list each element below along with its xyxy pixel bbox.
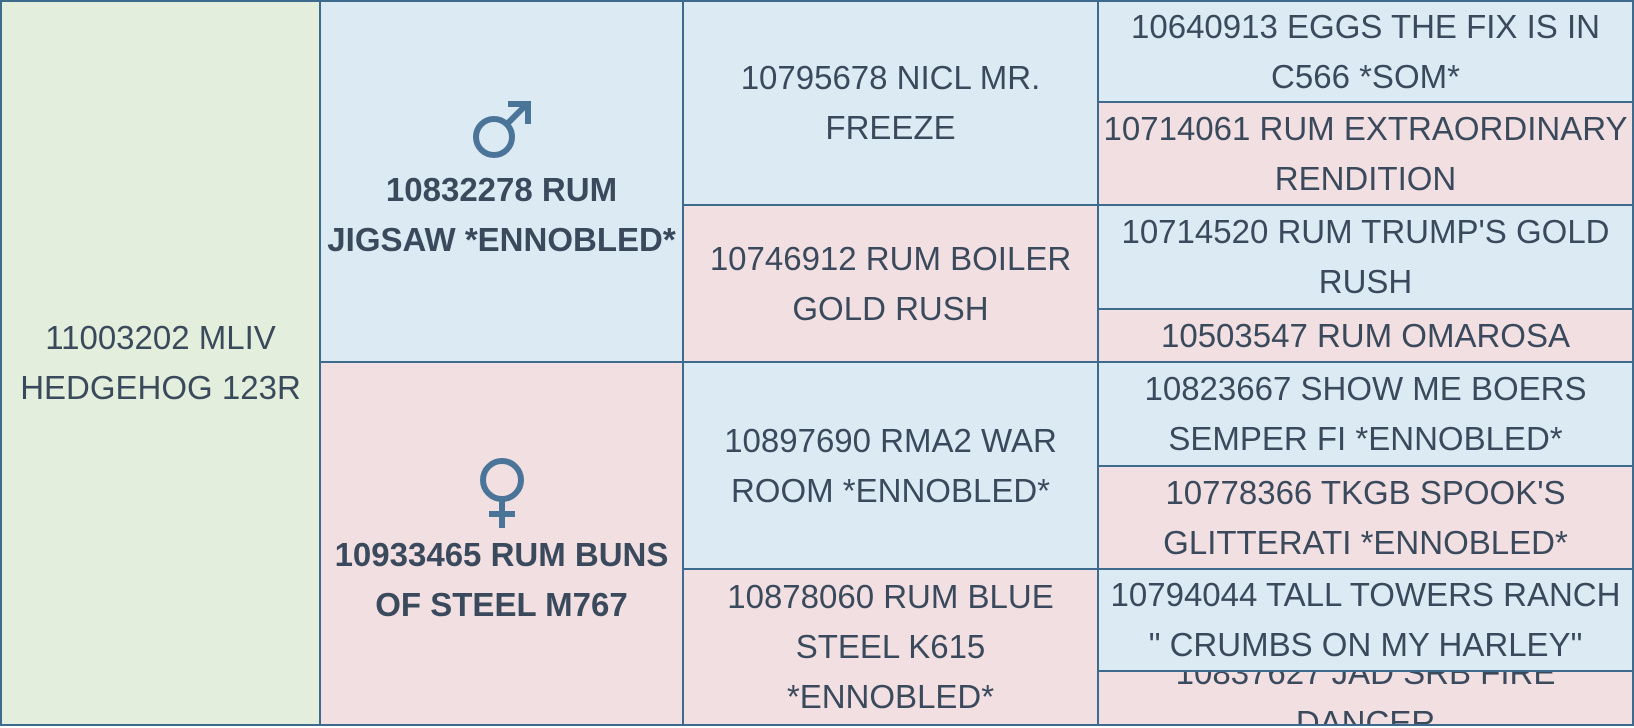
female-symbol-icon <box>477 457 527 528</box>
great-grandparent-cell[interactable]: 10503547 RUM OMAROSA <box>1097 308 1634 363</box>
great-grandparent-label: 10823667 SHOW ME BOERS SEMPER FI *ENNOBL… <box>1144 370 1587 457</box>
dam-dam-cell[interactable]: 10878060 RUM BLUE STEEL K615 *ENNOBLED* <box>682 568 1099 726</box>
great-grandparent-label: 10794044 TALL TOWERS RANCH " CRUMBS ON M… <box>1110 576 1621 663</box>
male-symbol-icon <box>470 99 534 163</box>
dam-sire-cell[interactable]: 10897690 RMA2 WAR ROOM *ENNOBLED* <box>682 361 1099 570</box>
subject-label: 11003202 MLIV HEDGEHOG 123R <box>20 319 301 406</box>
great-grandparent-label: 10778366 TKGB SPOOK'S GLITTERATI *ENNOBL… <box>1163 473 1568 561</box>
great-grandparent-label: 10837627 JAD SRB FIRE DANCER <box>1175 670 1556 726</box>
great-grandparent-label: 10714520 RUM TRUMP'S GOLD RUSH <box>1121 213 1610 300</box>
sire-sire-cell[interactable]: 10795678 NICL MR. FREEZE <box>682 0 1099 206</box>
subject-animal[interactable]: 11003202 MLIV HEDGEHOG 123R <box>0 0 321 726</box>
great-grandparent-label: 10503547 RUM OMAROSA <box>1160 316 1570 354</box>
great-grandparent-cell[interactable]: 10714520 RUM TRUMP'S GOLD RUSH <box>1097 204 1634 310</box>
dam-dam-label: 10878060 RUM BLUE STEEL K615 *ENNOBLED* <box>727 578 1054 715</box>
sire-dam-cell[interactable]: 10746912 RUM BOILER GOLD RUSH <box>682 204 1099 363</box>
great-grandparent-cell[interactable]: 10714061 RUM EXTRAORDINARY RENDITION <box>1097 101 1634 206</box>
sire-cell[interactable]: 10832278 RUM JIGSAW *ENNOBLED* <box>319 0 684 363</box>
dam-sire-label: 10897690 RMA2 WAR ROOM *ENNOBLED* <box>724 421 1057 509</box>
sire-label: 10832278 RUM JIGSAW *ENNOBLED* <box>327 170 676 258</box>
great-grandparent-cell[interactable]: 10823667 SHOW ME BOERS SEMPER FI *ENNOBL… <box>1097 361 1634 467</box>
great-grandparent-label: 10714061 RUM EXTRAORDINARY RENDITION <box>1103 109 1628 197</box>
sire-dam-label: 10746912 RUM BOILER GOLD RUSH <box>709 239 1072 327</box>
great-grandparent-cell[interactable]: 10794044 TALL TOWERS RANCH " CRUMBS ON M… <box>1097 568 1634 672</box>
dam-label: 10933465 RUM BUNS OF STEEL M767 <box>334 535 669 623</box>
great-grandparent-cell[interactable]: 10778366 TKGB SPOOK'S GLITTERATI *ENNOBL… <box>1097 465 1634 570</box>
great-grandparent-cell[interactable]: 10640913 EGGS THE FIX IS IN C566 *SOM* <box>1097 0 1634 103</box>
sire-sire-label: 10795678 NICL MR. FREEZE <box>740 59 1041 146</box>
great-grandparent-cell[interactable]: 10837627 JAD SRB FIRE DANCER <box>1097 670 1634 726</box>
dam-cell[interactable]: 10933465 RUM BUNS OF STEEL M767 <box>319 361 684 726</box>
great-grandparent-label: 10640913 EGGS THE FIX IS IN C566 *SOM* <box>1131 7 1600 95</box>
